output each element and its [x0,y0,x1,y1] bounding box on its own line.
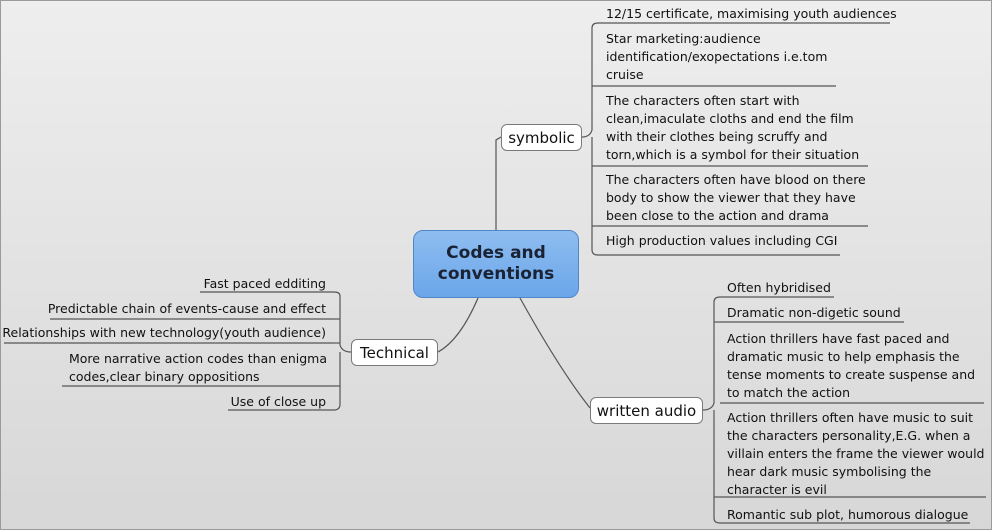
central-topic-line2: conventions [437,264,555,284]
symbolic-item-1[interactable]: 12/15 certificate, maximising youth audi… [606,6,897,21]
symbolic-item-3[interactable]: The characters often start with clean,im… [606,93,860,162]
technical-item-3[interactable]: Relationships with new technology(youth … [2,325,326,340]
branch-technical-label: Technical [360,343,429,362]
connector-symbolic [495,136,502,230]
branch-written-audio[interactable]: written audio [590,397,703,424]
branch-technical[interactable]: Technical [351,339,438,366]
branch-symbolic-label: symbolic [508,128,575,147]
connector-written-audio [519,297,591,409]
technical-item-2[interactable]: Predictable chain of events-cause and ef… [47,301,326,316]
central-topic-line1: Codes and [446,243,546,263]
branch-symbolic[interactable]: symbolic [501,124,582,151]
technical-item-5[interactable]: Use of close up [230,394,326,409]
connector-symbolic-bracket [581,22,599,138]
written-audio-item-2[interactable]: Dramatic non-digetic sound [727,305,901,320]
written-audio-item-1[interactable]: Often hybridised [727,280,831,295]
symbolic-item-2[interactable]: Star marketing:audience identification/e… [606,31,828,82]
technical-item-1[interactable]: Fast paced edditing [203,276,326,291]
branch-written-audio-label: written audio [596,401,697,420]
written-audio-item-3[interactable]: Action thrillers have fast paced and dra… [727,331,976,400]
connector-technical [437,297,479,353]
symbolic-item-4[interactable]: The characters often have blood on there… [606,172,866,223]
written-audio-item-5[interactable]: Romantic sub plot, humorous dialogue [727,507,969,522]
written-audio-item-4[interactable]: Action thrillers often have music to sui… [727,410,985,497]
central-topic[interactable]: Codes and conventions [413,230,579,298]
technical-item-4[interactable]: More narrative action codes than enigma … [69,351,328,384]
symbolic-item-5[interactable]: High production values including CGI [606,233,838,248]
